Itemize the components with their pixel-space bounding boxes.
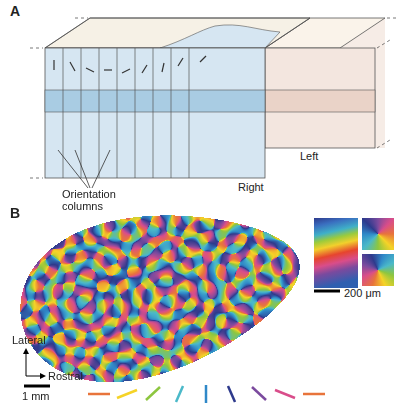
layer-band (45, 90, 265, 112)
axis-label: Rostral (48, 370, 108, 382)
eye-label: Left (300, 150, 340, 162)
top-face (45, 18, 310, 48)
callout-label: Orientation columns (62, 188, 132, 212)
pinwheel-inset (362, 218, 394, 250)
eye-label: Right (238, 181, 278, 193)
leader-lines (58, 150, 110, 188)
orientation-ticks (54, 56, 206, 73)
continuation-dashes (30, 18, 397, 178)
left-eye-block (265, 18, 385, 148)
scale-label: 200 μm (344, 287, 400, 299)
top-outline (45, 18, 310, 48)
scale-label: 1 mm (22, 390, 62, 402)
column-lines (63, 48, 189, 178)
top-blue-patch (160, 25, 280, 48)
left-layer-band (265, 90, 375, 112)
axis-label: Lateral (12, 334, 72, 346)
pinwheel-inset (362, 254, 394, 286)
orientation-key (88, 385, 325, 403)
scale-bar (314, 290, 340, 293)
panel-label: B (10, 206, 30, 221)
left-front-face (265, 48, 375, 148)
orientation-map (12, 200, 312, 385)
panel-label: A (10, 4, 30, 19)
inset-map (314, 218, 358, 288)
